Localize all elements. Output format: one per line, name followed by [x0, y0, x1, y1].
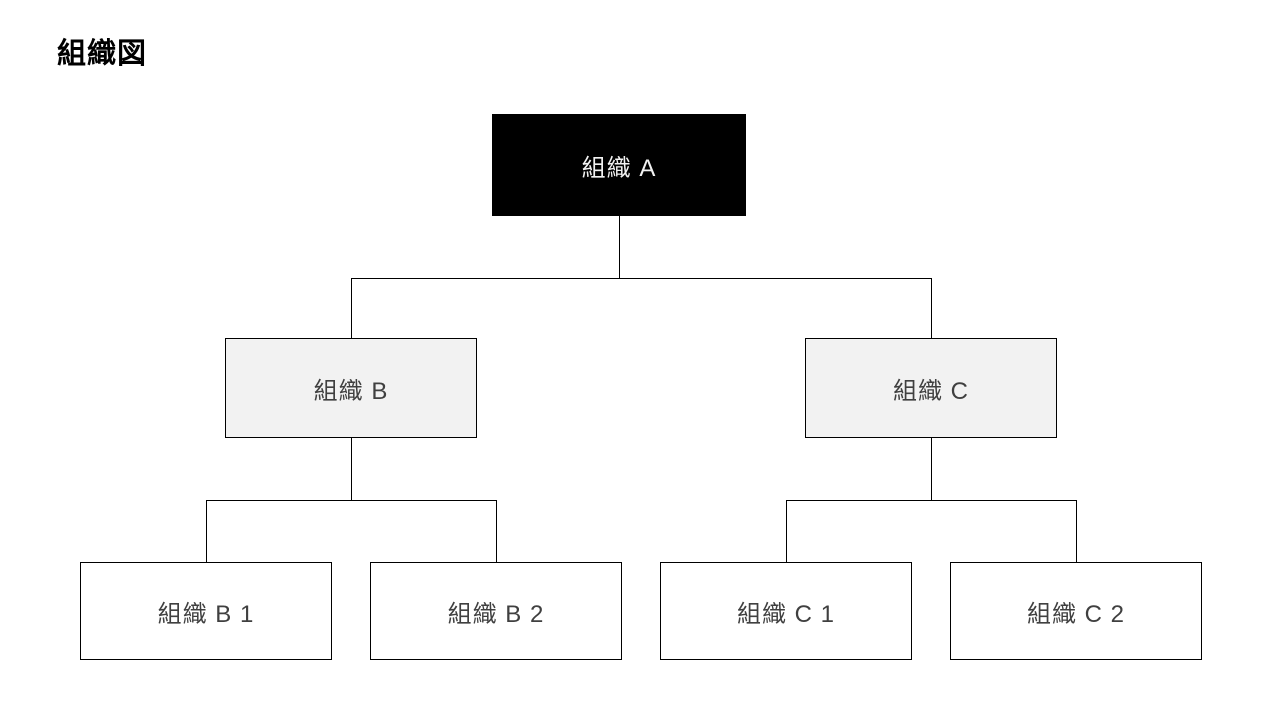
org-node-b2: 組織 B 2	[370, 562, 622, 660]
org-node-b1: 組織 B 1	[80, 562, 332, 660]
org-node-c1-label: 組織 C 1	[736, 600, 835, 628]
org-node-b2-label: 組織 B 2	[447, 600, 545, 628]
connector-root-crossbar	[351, 278, 932, 279]
org-node-b-label: 組織 B	[313, 377, 389, 405]
connector-b-stem	[351, 438, 352, 500]
connector-b-drop	[351, 278, 352, 338]
org-node-c2: 組織 C 2	[950, 562, 1202, 660]
connector-c-stem	[931, 438, 932, 500]
org-node-b1-label: 組織 B 1	[157, 600, 255, 628]
connector-c2-drop	[1076, 500, 1077, 562]
connector-b2-drop	[496, 500, 497, 562]
org-node-c1: 組織 C 1	[660, 562, 912, 660]
connector-c-drop	[931, 278, 932, 338]
org-node-a-label: 組織 A	[581, 154, 657, 182]
connector-b1-drop	[206, 500, 207, 562]
page-title: 組織図	[57, 38, 148, 70]
org-node-c2-label: 組織 C 2	[1026, 600, 1125, 628]
connector-root-stem	[619, 216, 620, 278]
org-node-a: 組織 A	[492, 114, 746, 216]
org-node-c: 組織 C	[805, 338, 1057, 438]
connector-c1-drop	[786, 500, 787, 562]
org-node-b: 組織 B	[225, 338, 477, 438]
connector-b-crossbar	[206, 500, 497, 501]
connector-c-crossbar	[786, 500, 1077, 501]
org-node-c-label: 組織 C	[893, 377, 969, 405]
